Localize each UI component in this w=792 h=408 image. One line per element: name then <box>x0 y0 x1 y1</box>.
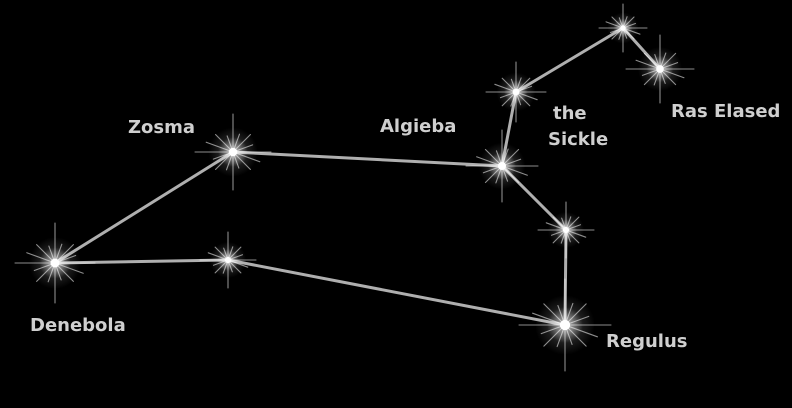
label-denebola: Denebola <box>30 315 126 336</box>
star-adhafera <box>485 61 547 123</box>
line-chertan-regulus <box>226 258 567 327</box>
star-ras-elased <box>625 34 695 104</box>
star-eta-leonis <box>537 201 595 259</box>
constellation-stars <box>14 3 695 372</box>
line-adhafera-rasalas <box>514 26 625 94</box>
label-ras-elased: Ras Elased <box>671 101 780 122</box>
star-chertan <box>199 231 257 289</box>
star-denebola <box>14 222 96 304</box>
label-the-sickle-line2: Sickle <box>548 129 608 150</box>
star-rasalas <box>598 3 648 53</box>
line-zosma-algieba <box>231 150 504 168</box>
line-denebola-zosma <box>53 150 235 265</box>
star-algieba <box>465 129 539 203</box>
label-the-sickle-line1: the <box>553 103 587 124</box>
star-regulus <box>518 278 612 372</box>
star-zosma <box>194 113 272 191</box>
label-zosma: Zosma <box>128 117 195 138</box>
label-regulus: Regulus <box>606 331 687 352</box>
label-algieba: Algieba <box>380 116 456 137</box>
